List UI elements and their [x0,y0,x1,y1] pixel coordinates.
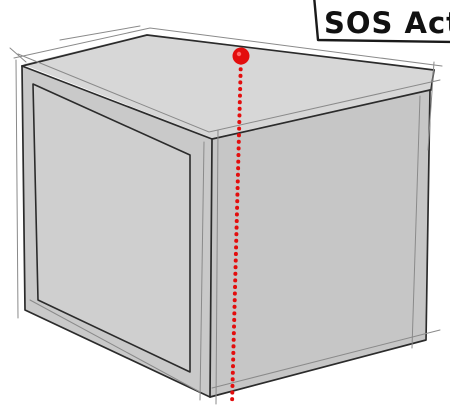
sos-callout: SOS Act [314,0,450,42]
marker-highlight [237,52,241,56]
callout-label: SOS Act [324,6,450,40]
cube-right-face [210,90,430,398]
cube-sketch [10,26,442,404]
red-dot-marker [233,48,250,65]
